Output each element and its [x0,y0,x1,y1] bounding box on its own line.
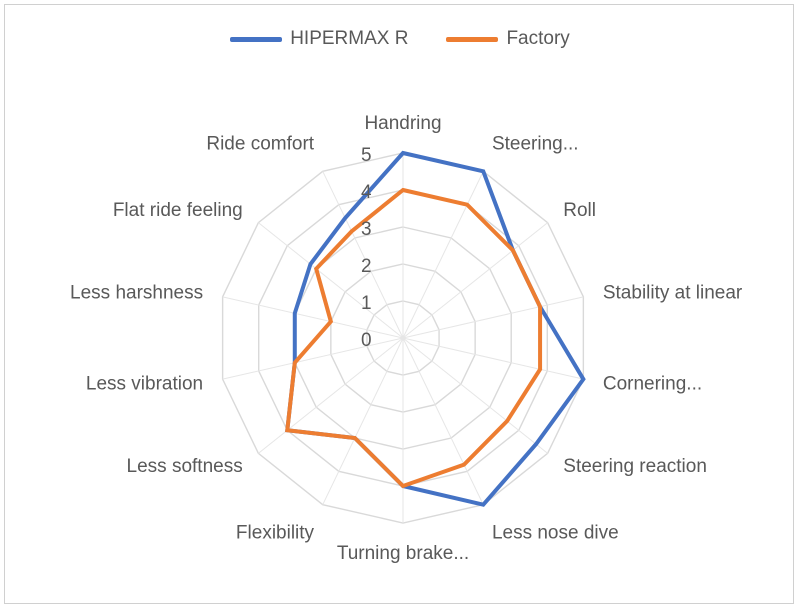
legend-swatch-hipermax [230,36,283,42]
tick-label-0: 0 [361,330,372,351]
chart-frame [4,4,794,604]
grid-spoke-1 [402,171,484,339]
category-label-6: Less nose dive [492,523,619,544]
category-label-4: Cornering... [603,374,702,395]
grid-spoke-5 [402,337,548,454]
legend-item-factory: Factory [446,28,570,50]
tick-label-1: 1 [361,293,372,314]
tick-label-2: 2 [361,256,372,277]
grid-spoke-8 [322,337,404,505]
category-label-12: Flat ride feeling [113,200,243,221]
grid-spoke-9 [258,337,404,454]
series-line-1 [285,187,543,489]
legend-swatch-factory [446,36,499,42]
grid-spoke-12 [258,222,404,339]
legend-label-factory: Factory [506,28,570,49]
category-label-13: Ride comfort [206,133,314,154]
category-label-8: Flexibility [236,523,315,544]
category-label-2: Roll [563,200,596,221]
chart-legend: HIPERMAX R Factory [0,28,800,50]
category-label-5: Steering reaction [563,456,707,477]
legend-item-hipermax: HIPERMAX R [230,28,408,50]
grid-spoke-2 [402,222,548,339]
grid-spoke-6 [402,337,484,505]
grid-spoke-10 [222,337,404,380]
tick-label-4: 4 [361,182,372,203]
category-label-0: Handring [364,113,441,134]
tick-label-5: 5 [361,145,372,166]
grid-spoke-13 [322,171,404,339]
category-label-7: Turning brake... [337,543,469,564]
legend-label-hipermax: HIPERMAX R [290,28,409,49]
grid-spoke-3 [402,296,584,339]
category-label-3: Stability at linear [603,282,743,303]
grid-spoke-4 [402,337,584,380]
grid-spoke-11 [222,296,404,339]
category-label-11: Less harshness [70,282,203,303]
category-label-10: Less vibration [86,374,203,395]
tick-label-3: 3 [361,219,372,240]
category-label-9: Less softness [127,456,243,477]
category-label-1: Steering... [492,133,579,154]
